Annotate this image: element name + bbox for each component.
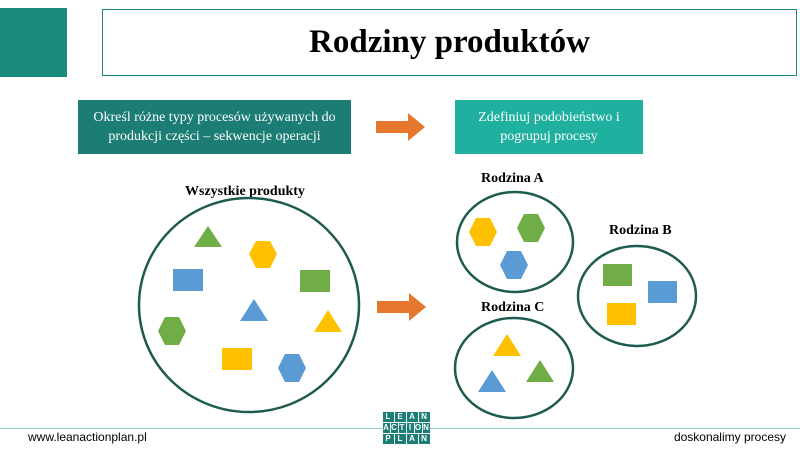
hexagon-icon xyxy=(278,354,306,382)
step2-box: Zdefiniuj podobieństwo i pogrupuj proces… xyxy=(455,100,643,154)
square-icon xyxy=(607,303,636,325)
family-a-label: Rodzina A xyxy=(481,171,544,186)
triangle-icon xyxy=(314,310,342,332)
all-products-circle xyxy=(137,196,361,414)
corner-accent xyxy=(0,8,67,77)
triangle-icon xyxy=(478,370,506,392)
square-icon xyxy=(300,270,330,292)
family-b-label: Rodzina B xyxy=(609,223,672,238)
square-icon xyxy=(222,348,252,370)
step1-box: Określ różne typy procesów używanych do … xyxy=(78,100,351,154)
hexagon-icon xyxy=(469,218,497,246)
family-b-circle xyxy=(576,244,698,348)
logo-row-3: P L A N xyxy=(381,434,431,444)
square-icon xyxy=(648,281,677,303)
step2-text: Zdefiniuj podobieństwo i pogrupuj proces… xyxy=(478,110,620,144)
step1-text: Określ różne typy procesów używanych do … xyxy=(93,110,336,144)
page-title: Rodziny produktów xyxy=(309,24,590,60)
logo-row-2: A C T I O N xyxy=(382,423,430,433)
triangle-icon xyxy=(493,334,521,356)
footer-website: www.leanactionplan.pl xyxy=(28,430,147,444)
square-icon xyxy=(603,264,632,286)
logo-row-1: L E A N xyxy=(381,412,431,422)
triangle-icon xyxy=(240,299,268,321)
hexagon-icon xyxy=(158,317,186,345)
family-c-circle xyxy=(453,316,575,420)
lean-action-plan-logo: L E A N A C T I O N P L A N xyxy=(381,412,431,445)
triangle-icon xyxy=(194,226,222,247)
all-products-label: Wszystkie produkty xyxy=(185,184,305,199)
hexagon-icon xyxy=(249,241,277,268)
right-arrow-icon xyxy=(377,293,426,321)
hexagon-icon xyxy=(517,214,545,242)
family-c-label: Rodzina C xyxy=(481,300,545,315)
square-icon xyxy=(173,269,203,291)
hexagon-icon xyxy=(500,251,528,279)
family-a-circle xyxy=(455,190,575,294)
triangle-icon xyxy=(526,360,554,382)
title-box: Rodziny produktów xyxy=(102,9,797,76)
right-arrow-icon xyxy=(376,113,425,141)
footer-slogan: doskonalimy procesy xyxy=(673,430,786,444)
